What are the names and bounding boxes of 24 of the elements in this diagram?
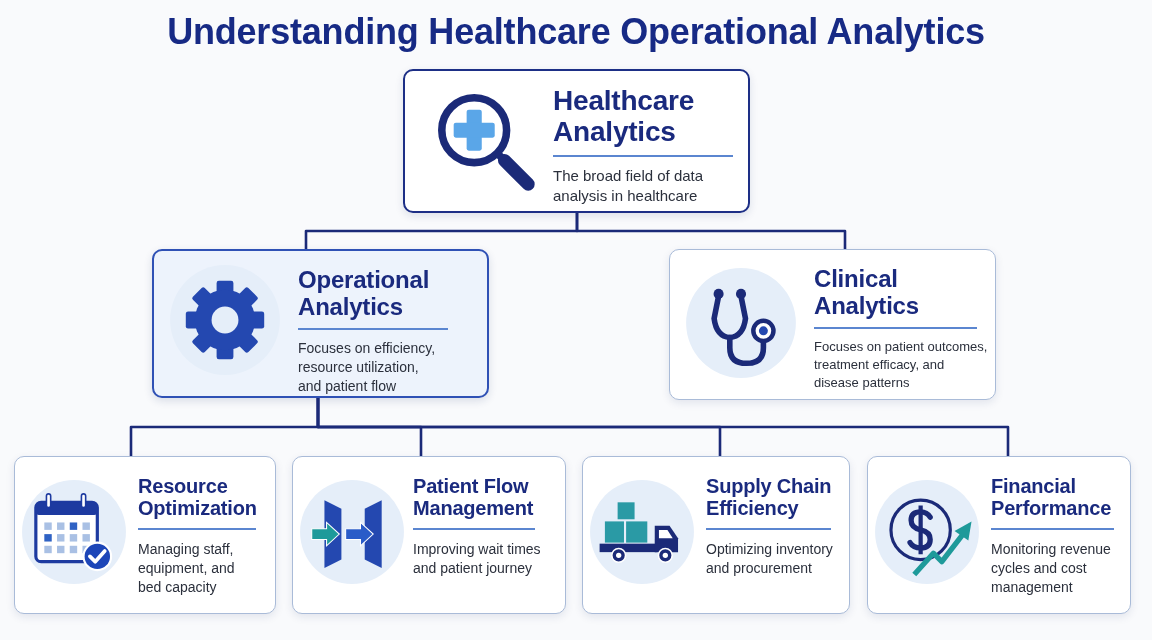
category-card <box>669 249 996 400</box>
card-heading: Healthcare Analytics <box>553 85 696 148</box>
card-description: Optimizing inventory and procurement <box>706 539 834 579</box>
category-card <box>14 456 276 614</box>
card-heading: Resource Optimization <box>138 475 258 520</box>
category-card <box>867 456 1131 614</box>
card-heading: Operational Analytics <box>298 267 431 321</box>
category-card <box>582 456 850 614</box>
card-heading: Clinical Analytics <box>814 266 920 320</box>
card-heading: Supply Chain Efficiency <box>706 475 833 520</box>
card-heading: Financial Performance <box>991 475 1113 520</box>
card-description: Managing staff, equipment, and bed capacity <box>138 539 236 598</box>
connector-line <box>316 398 1010 456</box>
diagram-title: Understanding Healthcare Operational Analytics <box>167 10 985 54</box>
connector-line <box>575 213 847 249</box>
card-description: Focuses on efficiency, resource utilization, and patient flow <box>298 338 437 397</box>
card-description: Improving wait times and patient journey <box>413 539 542 579</box>
category-card <box>152 249 489 398</box>
card-description: Monitoring revenue cycles and cost management <box>991 539 1112 598</box>
card-heading: Patient Flow Management <box>413 475 535 520</box>
card-description: The broad field of data analysis in healthcare <box>553 165 705 207</box>
category-card <box>403 69 750 213</box>
category-card <box>292 456 566 614</box>
card-description: Focuses on patient outcomes, treatment efficacy, and disease patterns <box>814 337 989 392</box>
